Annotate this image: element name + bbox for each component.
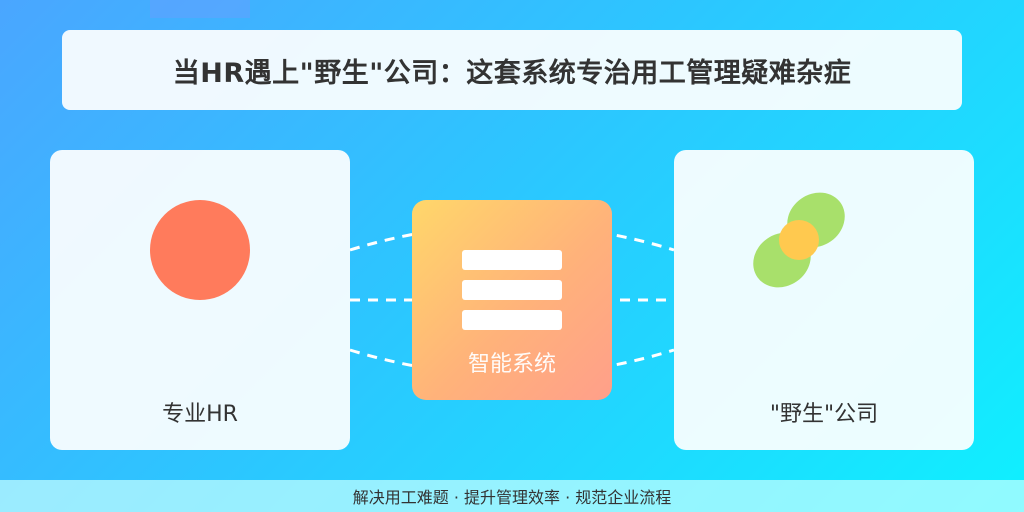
hr-card: 专业HR <box>50 150 350 450</box>
circle-icon <box>150 200 250 300</box>
page-title: 当HR遇上"野生"公司：这套系统专治用工管理疑难杂症 <box>172 57 852 89</box>
title-bar: 当HR遇上"野生"公司：这套系统专治用工管理疑难杂症 <box>62 30 962 110</box>
leaf-center <box>779 220 819 260</box>
leaf-cluster-icon <box>753 192 845 288</box>
list-line-2 <box>462 280 562 300</box>
smart-system-box: 智能系统 <box>412 200 612 400</box>
footer-text: 解决用工难题 · 提升管理效率 · 规范企业流程 <box>352 488 672 507</box>
footer-bar: 解决用工难题 · 提升管理效率 · 规范企业流程 <box>0 480 1024 512</box>
system-label: 智能系统 <box>467 352 556 377</box>
list-lines-icon <box>462 250 562 270</box>
list-line-3 <box>462 310 562 330</box>
company-card: "野生"公司 <box>674 150 974 450</box>
company-card-label: "野生"公司 <box>769 402 879 427</box>
top-decoration-stub <box>150 0 250 18</box>
hr-card-label: 专业HR <box>162 402 238 427</box>
